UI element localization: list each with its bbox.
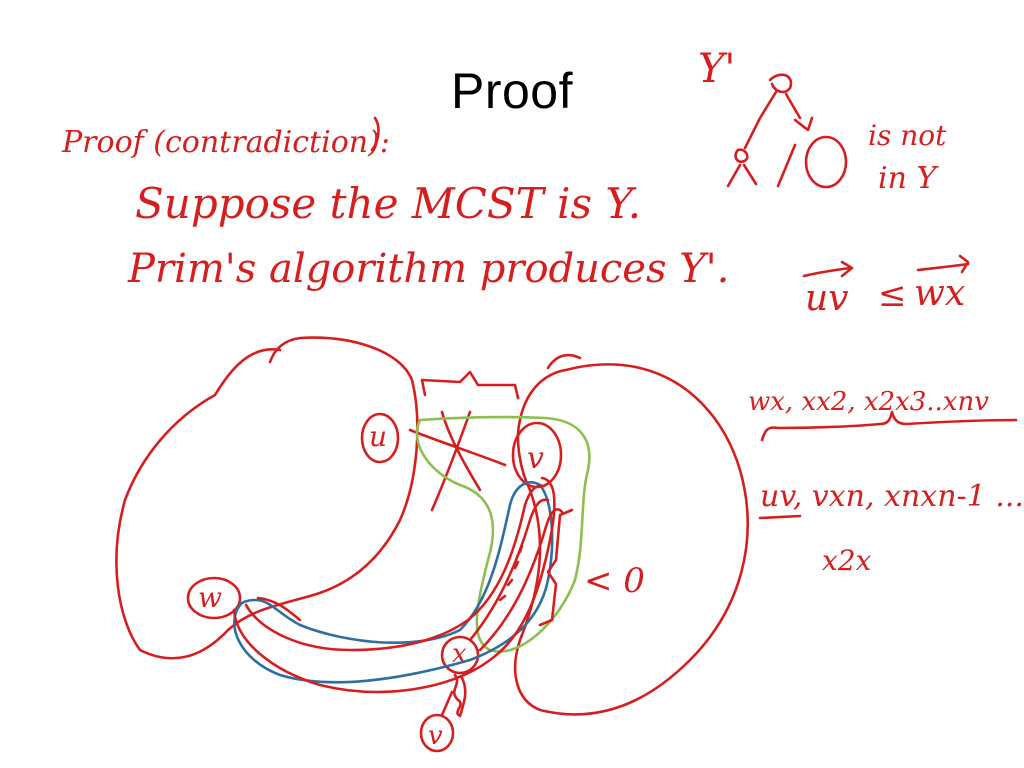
tree-top-node (768, 73, 793, 94)
path-2-underline (758, 514, 802, 520)
cross-out-uv-1 (440, 410, 482, 492)
path-tick-marks (498, 544, 524, 602)
less-than-zero: < 0 (584, 561, 645, 601)
y-prime-label: Y' (698, 46, 735, 92)
inequality-sign: ≤ (878, 275, 907, 315)
not-in-label-line1: is not (868, 119, 947, 152)
proof-heading: Proof (contradiction): (61, 125, 390, 160)
cut-bracket (420, 370, 520, 400)
proof-line-1: Suppose the MCST is Y. (135, 179, 641, 228)
node-v-bottom-label: v (428, 721, 443, 751)
tree-right-edge (784, 92, 802, 120)
right-region-outline (513, 363, 749, 716)
cross-out-uv-2 (430, 410, 472, 512)
tree-left-leaves (726, 163, 758, 188)
path-1-brace (760, 410, 1018, 442)
path-2-text: uv, vxn, xnxn-1 ... (760, 479, 1024, 514)
inequality-left: uv (805, 278, 849, 319)
tree-slash (776, 143, 797, 188)
red-path-inner-4 (478, 508, 564, 652)
right-region-top-stroke (546, 353, 582, 370)
node-u-circle (360, 412, 400, 464)
edge-uv (408, 428, 507, 467)
red-path-inner-2 (256, 596, 302, 622)
uv-arrow (802, 260, 854, 278)
left-region-outline (115, 336, 419, 660)
scribble-near-x (453, 673, 467, 718)
tree-right-node (804, 135, 848, 189)
tree-left-node (734, 148, 749, 164)
blue-path-loop (233, 481, 554, 684)
tree-arrow (793, 116, 814, 132)
not-in-label-line2: in Y (878, 161, 939, 196)
slide-title: Proof (450, 63, 573, 119)
tree-left-edge (743, 90, 778, 150)
proof-line-2: Prim's algorithm produces Y'. (127, 246, 729, 292)
node-u-label: u (369, 420, 387, 453)
heading-paren-stroke (370, 116, 380, 152)
red-path-outer (232, 476, 556, 694)
red-path-inner-1 (244, 484, 546, 652)
red-path-inner-3 (468, 498, 550, 642)
wx-arrow (916, 254, 970, 274)
node-v-bottom-circle (419, 713, 455, 753)
path-3-text: x2x (822, 544, 872, 577)
path-1-text: wx, xx2, x2x3..xnv (748, 387, 989, 417)
lt-zero-bracket (538, 508, 574, 627)
node-w-circle (186, 576, 242, 620)
green-cycle-loop (415, 415, 591, 653)
node-w-label: w (198, 581, 222, 614)
node-v-label: v (527, 441, 544, 476)
inequality-right: wx (914, 273, 965, 314)
edge-x-to-v (440, 690, 454, 717)
node-x-circle (440, 635, 480, 675)
